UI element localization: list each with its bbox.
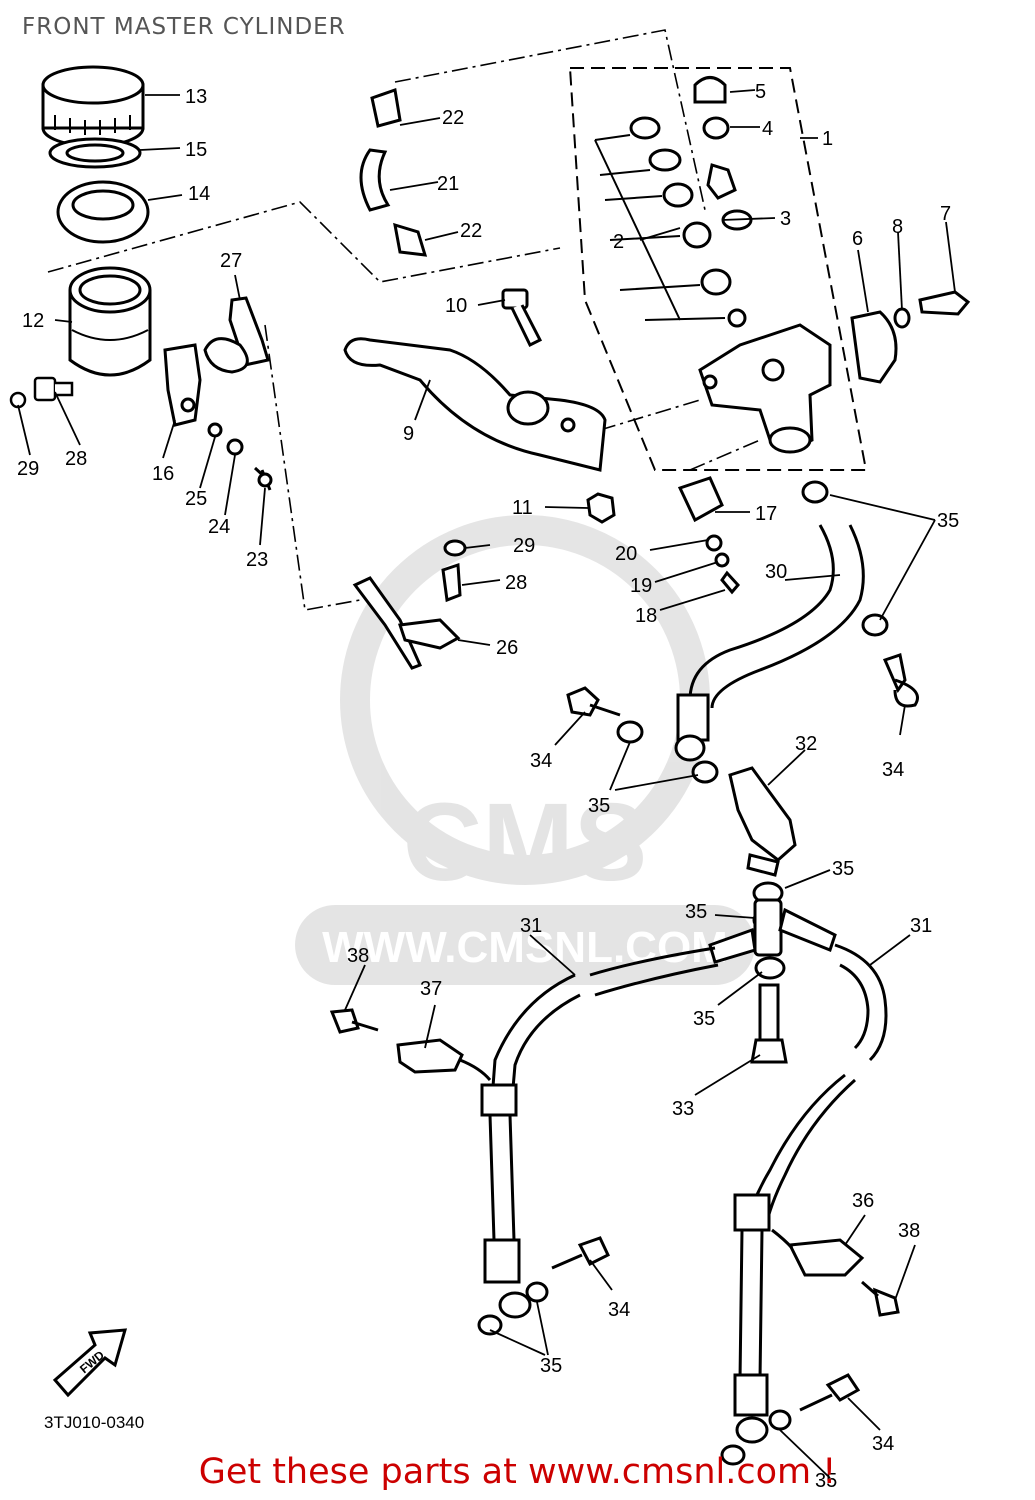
callout-9: 9 xyxy=(403,423,414,445)
handlebar-clamp xyxy=(850,290,971,384)
callout-37: 37 xyxy=(420,978,442,1000)
hose-holder-bracket xyxy=(203,296,270,374)
callout-30: 30 xyxy=(765,561,787,583)
callout-25: 25 xyxy=(185,488,207,510)
hose-guide-right xyxy=(771,1228,900,1317)
lever-nut xyxy=(586,492,616,524)
reservoir-tank xyxy=(68,266,152,377)
callout-16: 16 xyxy=(152,463,174,485)
footer-promo-link[interactable]: Get these parts at www.cmsnl.com ! xyxy=(198,1452,837,1492)
piston-kit xyxy=(594,116,747,328)
callout-31-right: 31 xyxy=(910,915,932,937)
callout-35-c: 35 xyxy=(832,858,854,880)
callout-31-left: 31 xyxy=(520,915,542,937)
diagram-code: 3TJ010-0340 xyxy=(44,1413,144,1432)
callout-23: 23 xyxy=(246,549,268,571)
callout-32: 32 xyxy=(795,733,817,755)
forward-direction-icon: FWD xyxy=(52,1328,128,1398)
diaphragm xyxy=(56,180,150,244)
diaphragm-plate xyxy=(48,137,142,169)
callout-22-bottom: 22 xyxy=(460,220,482,242)
reservoir-cap xyxy=(41,65,145,148)
brake-light-switch xyxy=(677,476,741,595)
callout-38-right: 38 xyxy=(898,1220,920,1242)
callout-28-top: 28 xyxy=(65,448,87,470)
callout-34-b: 34 xyxy=(882,759,904,781)
chain-line-switch xyxy=(689,439,761,471)
callout-labels: 1 2 3 4 5 6 7 8 9 10 11 12 13 14 15 16 1… xyxy=(17,81,959,1492)
callout-8: 8 xyxy=(892,216,903,238)
callout-15: 15 xyxy=(185,139,207,161)
callout-33: 33 xyxy=(672,1098,694,1120)
master-cylinder-body xyxy=(698,323,832,454)
leader-lines xyxy=(17,89,956,1479)
callout-3: 3 xyxy=(780,208,791,230)
callout-5: 5 xyxy=(755,81,766,103)
brake-lever xyxy=(343,337,607,472)
hose-bracket-lower xyxy=(352,539,467,670)
reservoir-bracket xyxy=(163,343,273,491)
callout-34-d: 34 xyxy=(872,1433,894,1455)
hose-joint-fittings xyxy=(708,898,837,964)
callout-10: 10 xyxy=(445,295,467,317)
callout-20: 20 xyxy=(615,543,637,565)
callout-14: 14 xyxy=(188,183,210,205)
callout-1: 1 xyxy=(822,128,833,150)
callout-35-d: 35 xyxy=(685,901,707,923)
callout-26: 26 xyxy=(496,637,518,659)
assembly-chain-lines xyxy=(47,29,761,611)
callout-35-f: 35 xyxy=(540,1355,562,1377)
callout-18: 18 xyxy=(635,605,657,627)
reservoir-screw xyxy=(9,376,74,409)
hose-guide-left xyxy=(329,1008,492,1081)
callout-13: 13 xyxy=(185,86,207,108)
joint-union-bolt xyxy=(750,983,788,1064)
callout-35-b: 35 xyxy=(588,795,610,817)
page-title: FRONT MASTER CYLINDER xyxy=(22,14,346,40)
callout-4: 4 xyxy=(762,118,773,140)
callout-17: 17 xyxy=(755,503,777,525)
callout-29-bottom: 29 xyxy=(513,535,535,557)
callout-35-e: 35 xyxy=(693,1008,715,1030)
watermark-brand: CMS xyxy=(403,781,647,904)
brake-hose-joint xyxy=(728,766,797,877)
chain-line-lever xyxy=(599,399,701,431)
callout-29-top: 29 xyxy=(17,458,39,480)
callout-36: 36 xyxy=(852,1190,874,1212)
callout-11: 11 xyxy=(512,497,533,519)
chain-line-hose xyxy=(394,29,706,211)
callout-38-left: 38 xyxy=(347,945,369,967)
callout-24: 24 xyxy=(208,516,230,538)
watermark: CMS WWW.CMSNL.COM xyxy=(295,515,755,985)
callout-7: 7 xyxy=(940,203,951,225)
callout-34-c: 34 xyxy=(608,1299,630,1321)
lever-pivot-bolt xyxy=(501,288,543,348)
callout-12: 12 xyxy=(22,310,44,332)
cylinder-cap-and-ring xyxy=(693,76,753,231)
callout-6: 6 xyxy=(852,228,863,250)
callout-34-a: 34 xyxy=(530,750,552,772)
callout-2: 2 xyxy=(613,231,624,253)
reservoir-hose xyxy=(359,87,428,257)
lower-brake-hoses xyxy=(480,943,888,1444)
callout-19: 19 xyxy=(630,575,652,597)
callout-35-a: 35 xyxy=(937,510,959,532)
callout-28-bottom: 28 xyxy=(505,572,527,594)
chain-line-reservoir xyxy=(47,201,561,283)
chain-line-bracket xyxy=(264,324,361,611)
callout-22-top: 22 xyxy=(442,107,464,129)
watermark-banner xyxy=(295,905,755,985)
union-bolts xyxy=(551,653,919,1412)
callout-21: 21 xyxy=(437,173,459,195)
watermark-url: WWW.CMSNL.COM xyxy=(322,923,728,972)
upper-brake-hose xyxy=(674,524,865,762)
master-cylinder-assembly-boundary xyxy=(568,67,868,471)
callout-35-g: 35 xyxy=(815,1470,837,1492)
callout-27: 27 xyxy=(220,250,242,272)
